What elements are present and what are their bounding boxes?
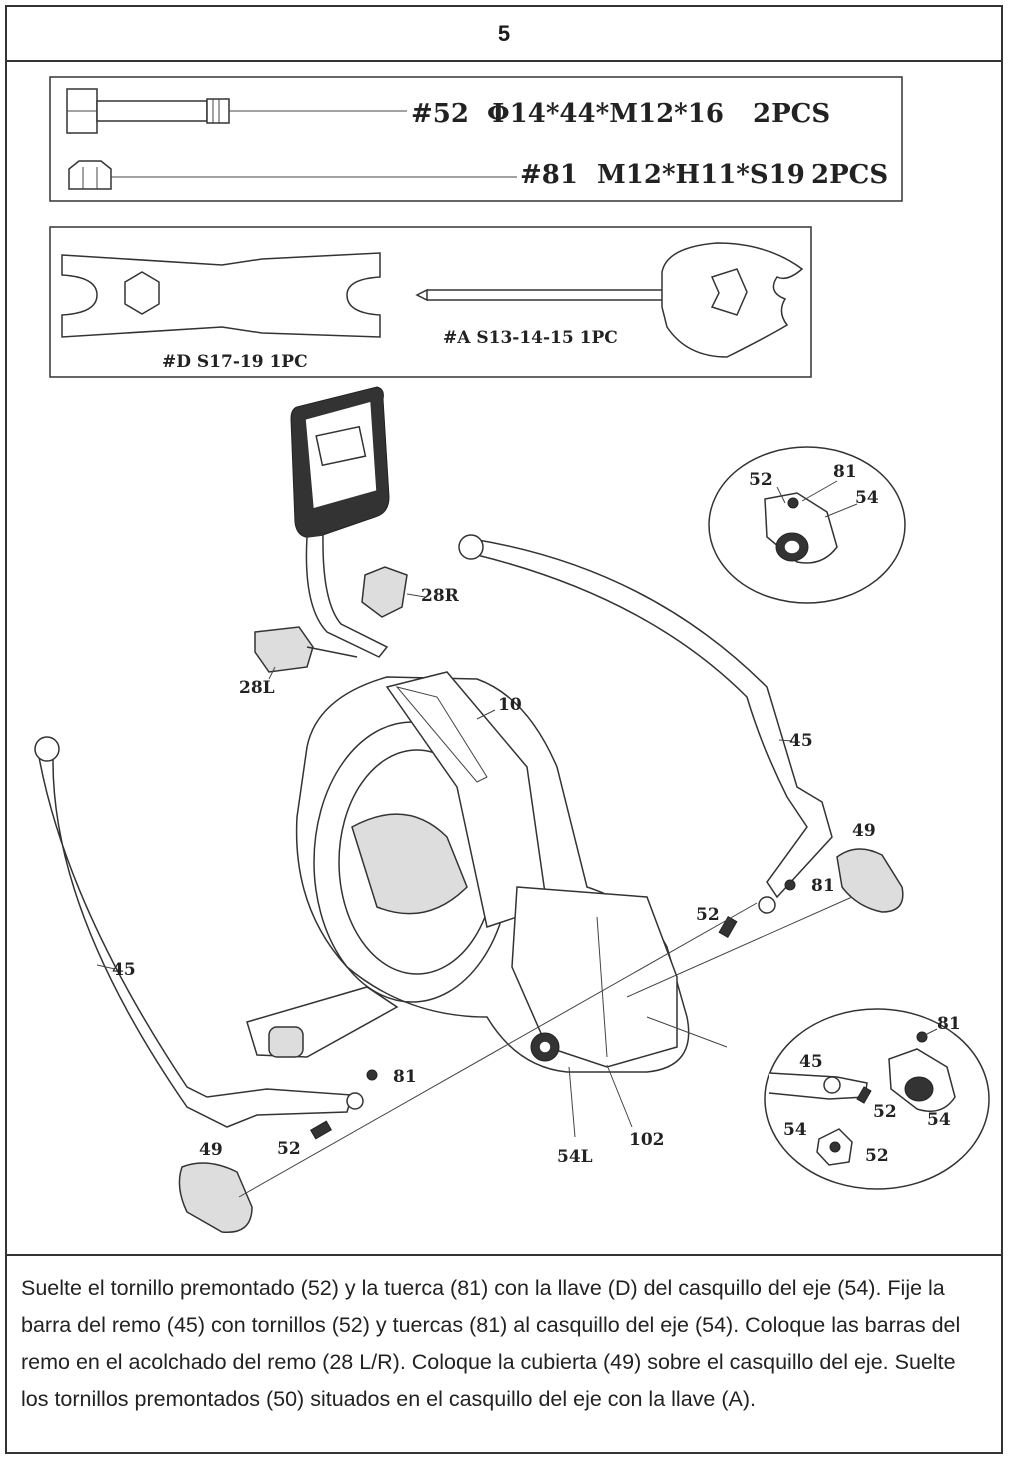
detail-top-52: 52 [749,470,773,490]
tool-a-icon [415,242,804,358]
callout-52-left: 52 [277,1139,301,1159]
page-frame: 5 #52 Φ14*44*M12*16 2PCS #81 M12*H11*S19… [5,5,1003,1454]
callout-54l: 54L [557,1147,593,1167]
callout-10: 10 [498,695,522,715]
callout-49-right: 49 [852,821,876,841]
nut-icon [68,160,517,190]
detail-top-54: 54 [855,488,879,508]
tools-box [49,226,812,378]
bolt-icon [66,88,407,134]
detail-top-81: 81 [833,462,857,482]
callout-28l: 28L [239,678,275,698]
callout-28r: 28R [421,586,460,606]
hardware-81-spec: M12*H11*S19 [597,160,805,190]
detail-circle-bottom [764,1008,990,1190]
hardware-box [49,76,903,202]
callout-45-right: 45 [789,731,813,751]
step-number: 5 [7,7,1001,62]
callout-52-right: 52 [696,905,720,925]
hardware-81-qty: 2PCS [811,160,888,190]
assembly-drawing: #52 Φ14*44*M12*16 2PCS #81 M12*H11*S19 2… [34,76,990,1234]
detail-bottom-81: 81 [937,1014,961,1034]
detail-bottom-52a: 52 [873,1102,897,1122]
wrench-d-icon [61,252,381,338]
rowing-machine-illustration [34,386,904,1234]
tool-a-label: #A S13-14-15 1PC [443,328,618,348]
detail-bottom-52b: 52 [865,1146,889,1166]
hardware-52-qty: 2PCS [753,99,830,129]
hardware-81-part: #81 [520,160,578,190]
callout-102: 102 [629,1130,665,1150]
callout-45-left: 45 [112,960,136,980]
callout-81-left: 81 [393,1067,417,1087]
instruction-text: Suelte el tornillo premontado (52) y la … [7,1254,1001,1452]
callout-81-right: 81 [811,876,835,896]
detail-bottom-54b: 54 [783,1120,807,1140]
callout-49-left: 49 [199,1140,223,1160]
hardware-52-spec: Φ14*44*M12*16 [487,99,724,129]
detail-bottom-45: 45 [799,1052,823,1072]
detail-circle-top [708,446,906,604]
hardware-52-part: #52 [411,99,469,129]
tool-d-label: #D S17-19 1PC [162,352,308,372]
detail-bottom-54a: 54 [927,1110,951,1130]
